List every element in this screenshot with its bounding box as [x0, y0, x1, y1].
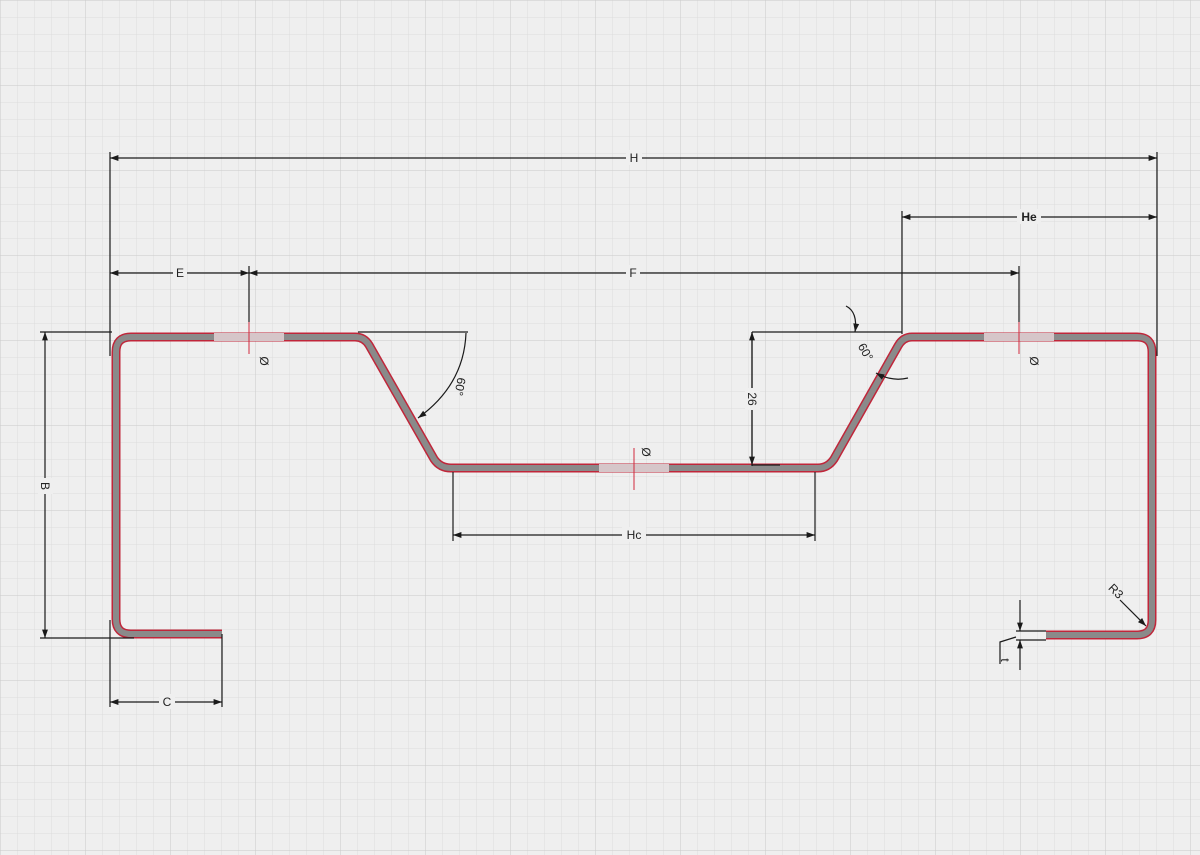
- label-He: He: [1021, 210, 1037, 224]
- angle-arc-right-bottom: [875, 372, 909, 380]
- angle-arc-left: [417, 332, 467, 419]
- label-thickness: t: [998, 658, 1012, 662]
- dimension-labels: H He E F B C Hc 26 60° 60° R3 t Ø Ø Ø: [38, 150, 1126, 709]
- label-hole-center: Ø: [639, 447, 653, 456]
- label-Hc: Hc: [627, 528, 642, 542]
- label-hole-left: Ø: [257, 356, 271, 365]
- label-angle-left: 60°: [451, 377, 468, 398]
- label-F: F: [629, 266, 636, 280]
- label-depth: 26: [745, 392, 759, 406]
- radius-leader: [1119, 599, 1147, 627]
- holes: [214, 322, 1054, 490]
- label-B: B: [38, 482, 52, 490]
- label-E: E: [176, 266, 184, 280]
- angle-arc-right-top: [845, 305, 860, 333]
- label-hole-right: Ø: [1027, 356, 1041, 365]
- label-C: C: [163, 695, 172, 709]
- label-H: H: [630, 151, 639, 165]
